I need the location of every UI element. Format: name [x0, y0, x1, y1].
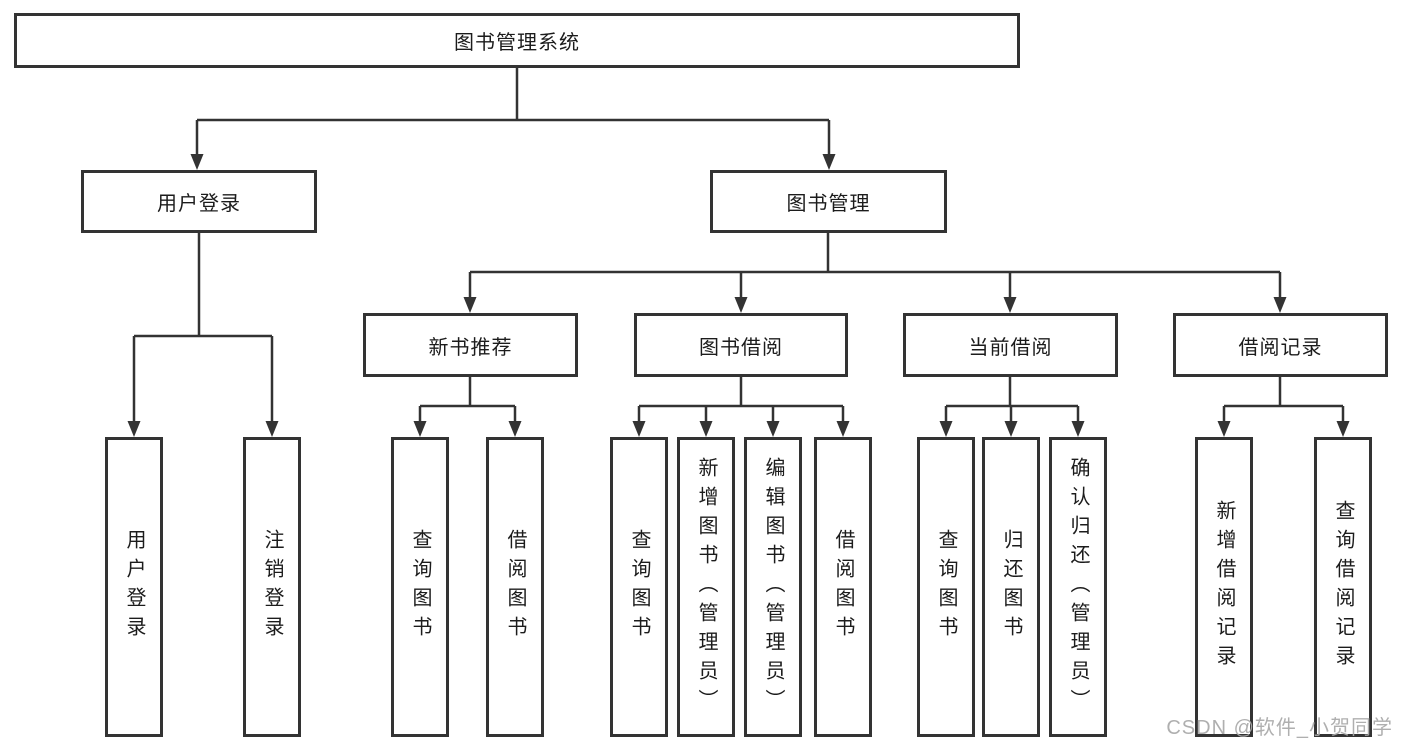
leaf-add-books-admin: 新增图书（管理员） — [677, 437, 735, 737]
node-borrow-records-label: 借阅记录 — [1238, 336, 1323, 359]
leaf-borrow-query-books-label: 查询图书 — [628, 529, 650, 645]
leaf-borrow-books-label: 借阅图书 — [832, 529, 854, 645]
node-new-book-recommend: 新书推荐 — [363, 313, 578, 377]
node-user-login-label: 用户登录 — [157, 193, 241, 215]
leaf-current-query-books: 查询图书 — [917, 437, 975, 737]
leaf-query-borrow-record: 查询借阅记录 — [1314, 437, 1372, 737]
leaf-confirm-return-admin-label: 确认归还（管理员） — [1067, 456, 1089, 718]
leaf-confirm-return-admin: 确认归还（管理员） — [1049, 437, 1107, 737]
connector-book-borrow — [632, 377, 850, 437]
leaf-query-borrow-record-label: 查询借阅记录 — [1332, 500, 1354, 674]
leaf-recommend-borrow-books-label: 借阅图书 — [504, 529, 526, 645]
node-current-borrow-label: 当前借阅 — [968, 336, 1053, 359]
node-current-borrow: 当前借阅 — [903, 313, 1118, 377]
connector-new-book-recommend — [413, 377, 522, 437]
node-new-book-recommend-label: 新书推荐 — [428, 336, 513, 359]
leaf-edit-books-admin-label: 编辑图书（管理员） — [762, 456, 784, 718]
connector-root — [190, 68, 836, 170]
connector-book-management — [463, 233, 1287, 313]
leaf-recommend-query-books-label: 查询图书 — [409, 529, 431, 645]
connector-current-borrow — [939, 377, 1085, 437]
leaf-current-query-books-label: 查询图书 — [935, 529, 957, 645]
node-root-label: 图书管理系统 — [454, 32, 580, 54]
node-book-management-label: 图书管理 — [786, 193, 871, 215]
node-user-login: 用户登录 — [81, 170, 317, 233]
leaf-add-borrow-record-label: 新增借阅记录 — [1213, 500, 1235, 674]
connector-user-login — [127, 233, 279, 437]
node-book-management: 图书管理 — [710, 170, 947, 233]
leaf-recommend-query-books: 查询图书 — [391, 437, 449, 737]
leaf-recommend-borrow-books: 借阅图书 — [486, 437, 544, 737]
leaf-return-books-label: 归还图书 — [1000, 529, 1022, 645]
node-borrow-records: 借阅记录 — [1173, 313, 1388, 377]
node-book-borrow-label: 图书借阅 — [699, 336, 783, 359]
leaf-logout: 注销登录 — [243, 437, 301, 737]
leaf-borrow-query-books: 查询图书 — [610, 437, 668, 737]
leaf-borrow-books: 借阅图书 — [814, 437, 872, 737]
leaf-add-books-admin-label: 新增图书（管理员） — [695, 456, 717, 718]
node-root: 图书管理系统 — [14, 13, 1020, 68]
node-book-borrow: 图书借阅 — [634, 313, 848, 377]
connector-borrow-records — [1217, 377, 1350, 437]
leaf-logout-label: 注销登录 — [261, 529, 283, 645]
leaf-return-books: 归还图书 — [982, 437, 1040, 737]
leaf-user-login-label: 用户登录 — [123, 529, 145, 645]
leaf-user-login: 用户登录 — [105, 437, 163, 737]
leaf-edit-books-admin: 编辑图书（管理员） — [744, 437, 802, 737]
leaf-add-borrow-record: 新增借阅记录 — [1195, 437, 1253, 737]
csdn-watermark: CSDN @软件_小贺同学 — [1166, 717, 1393, 739]
